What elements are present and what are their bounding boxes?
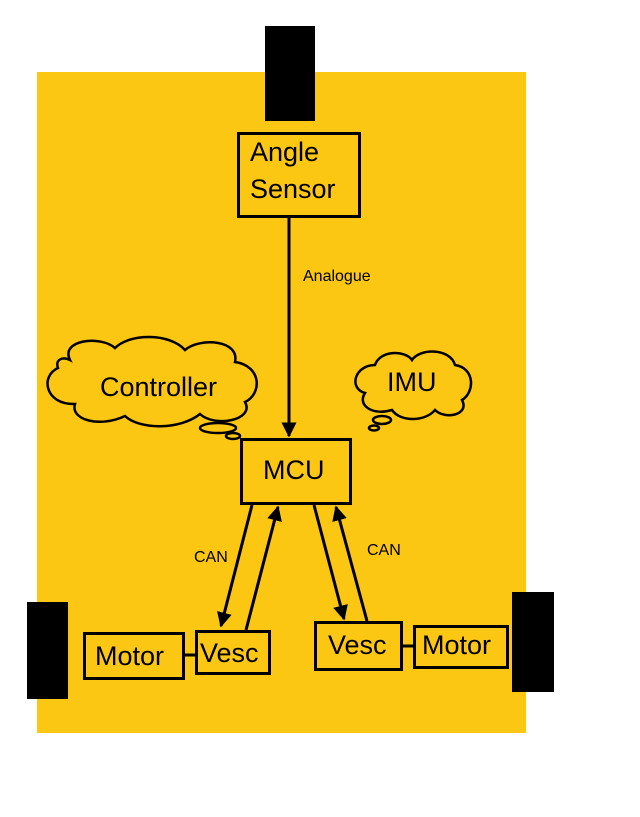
- mcu-to-vesc-right-arrow: [312, 504, 348, 621]
- motor-right-box: [413, 625, 509, 669]
- can-right-edge-label: CAN: [367, 542, 401, 559]
- vesc-left-box: [195, 630, 271, 675]
- mcu-box: [240, 438, 352, 505]
- controller-label: Controller: [100, 372, 218, 402]
- top-wheel: [265, 26, 315, 121]
- vesc-right-to-mcu-arrow: [332, 505, 369, 622]
- imu-label: IMU: [387, 367, 437, 397]
- angle-sensor-label-line2: Sensor: [250, 174, 336, 204]
- motor-left-label: Motor: [95, 641, 165, 671]
- controller-cloud: [46, 335, 258, 441]
- vesc-right-label: Vesc: [328, 630, 387, 660]
- can-left-edge-label: CAN: [194, 549, 228, 566]
- vesc-left-to-mcu-arrow: [244, 505, 282, 631]
- analogue-edge-label: Analogue: [303, 268, 371, 285]
- motor-left-box: [83, 632, 185, 680]
- vesc-right-box: [314, 621, 403, 671]
- vesc-left-label: Vesc: [200, 638, 259, 668]
- angle-sensor-label-line1: Angle: [250, 137, 320, 167]
- mcu-label: MCU: [263, 455, 325, 485]
- imu-cloud: [354, 350, 473, 432]
- motor-right-label: Motor: [422, 630, 492, 660]
- angle-sensor-box: [237, 132, 361, 218]
- mcu-to-vesc-left-arrow: [217, 504, 254, 628]
- right-wheel: [512, 592, 554, 692]
- left-wheel: [27, 602, 68, 699]
